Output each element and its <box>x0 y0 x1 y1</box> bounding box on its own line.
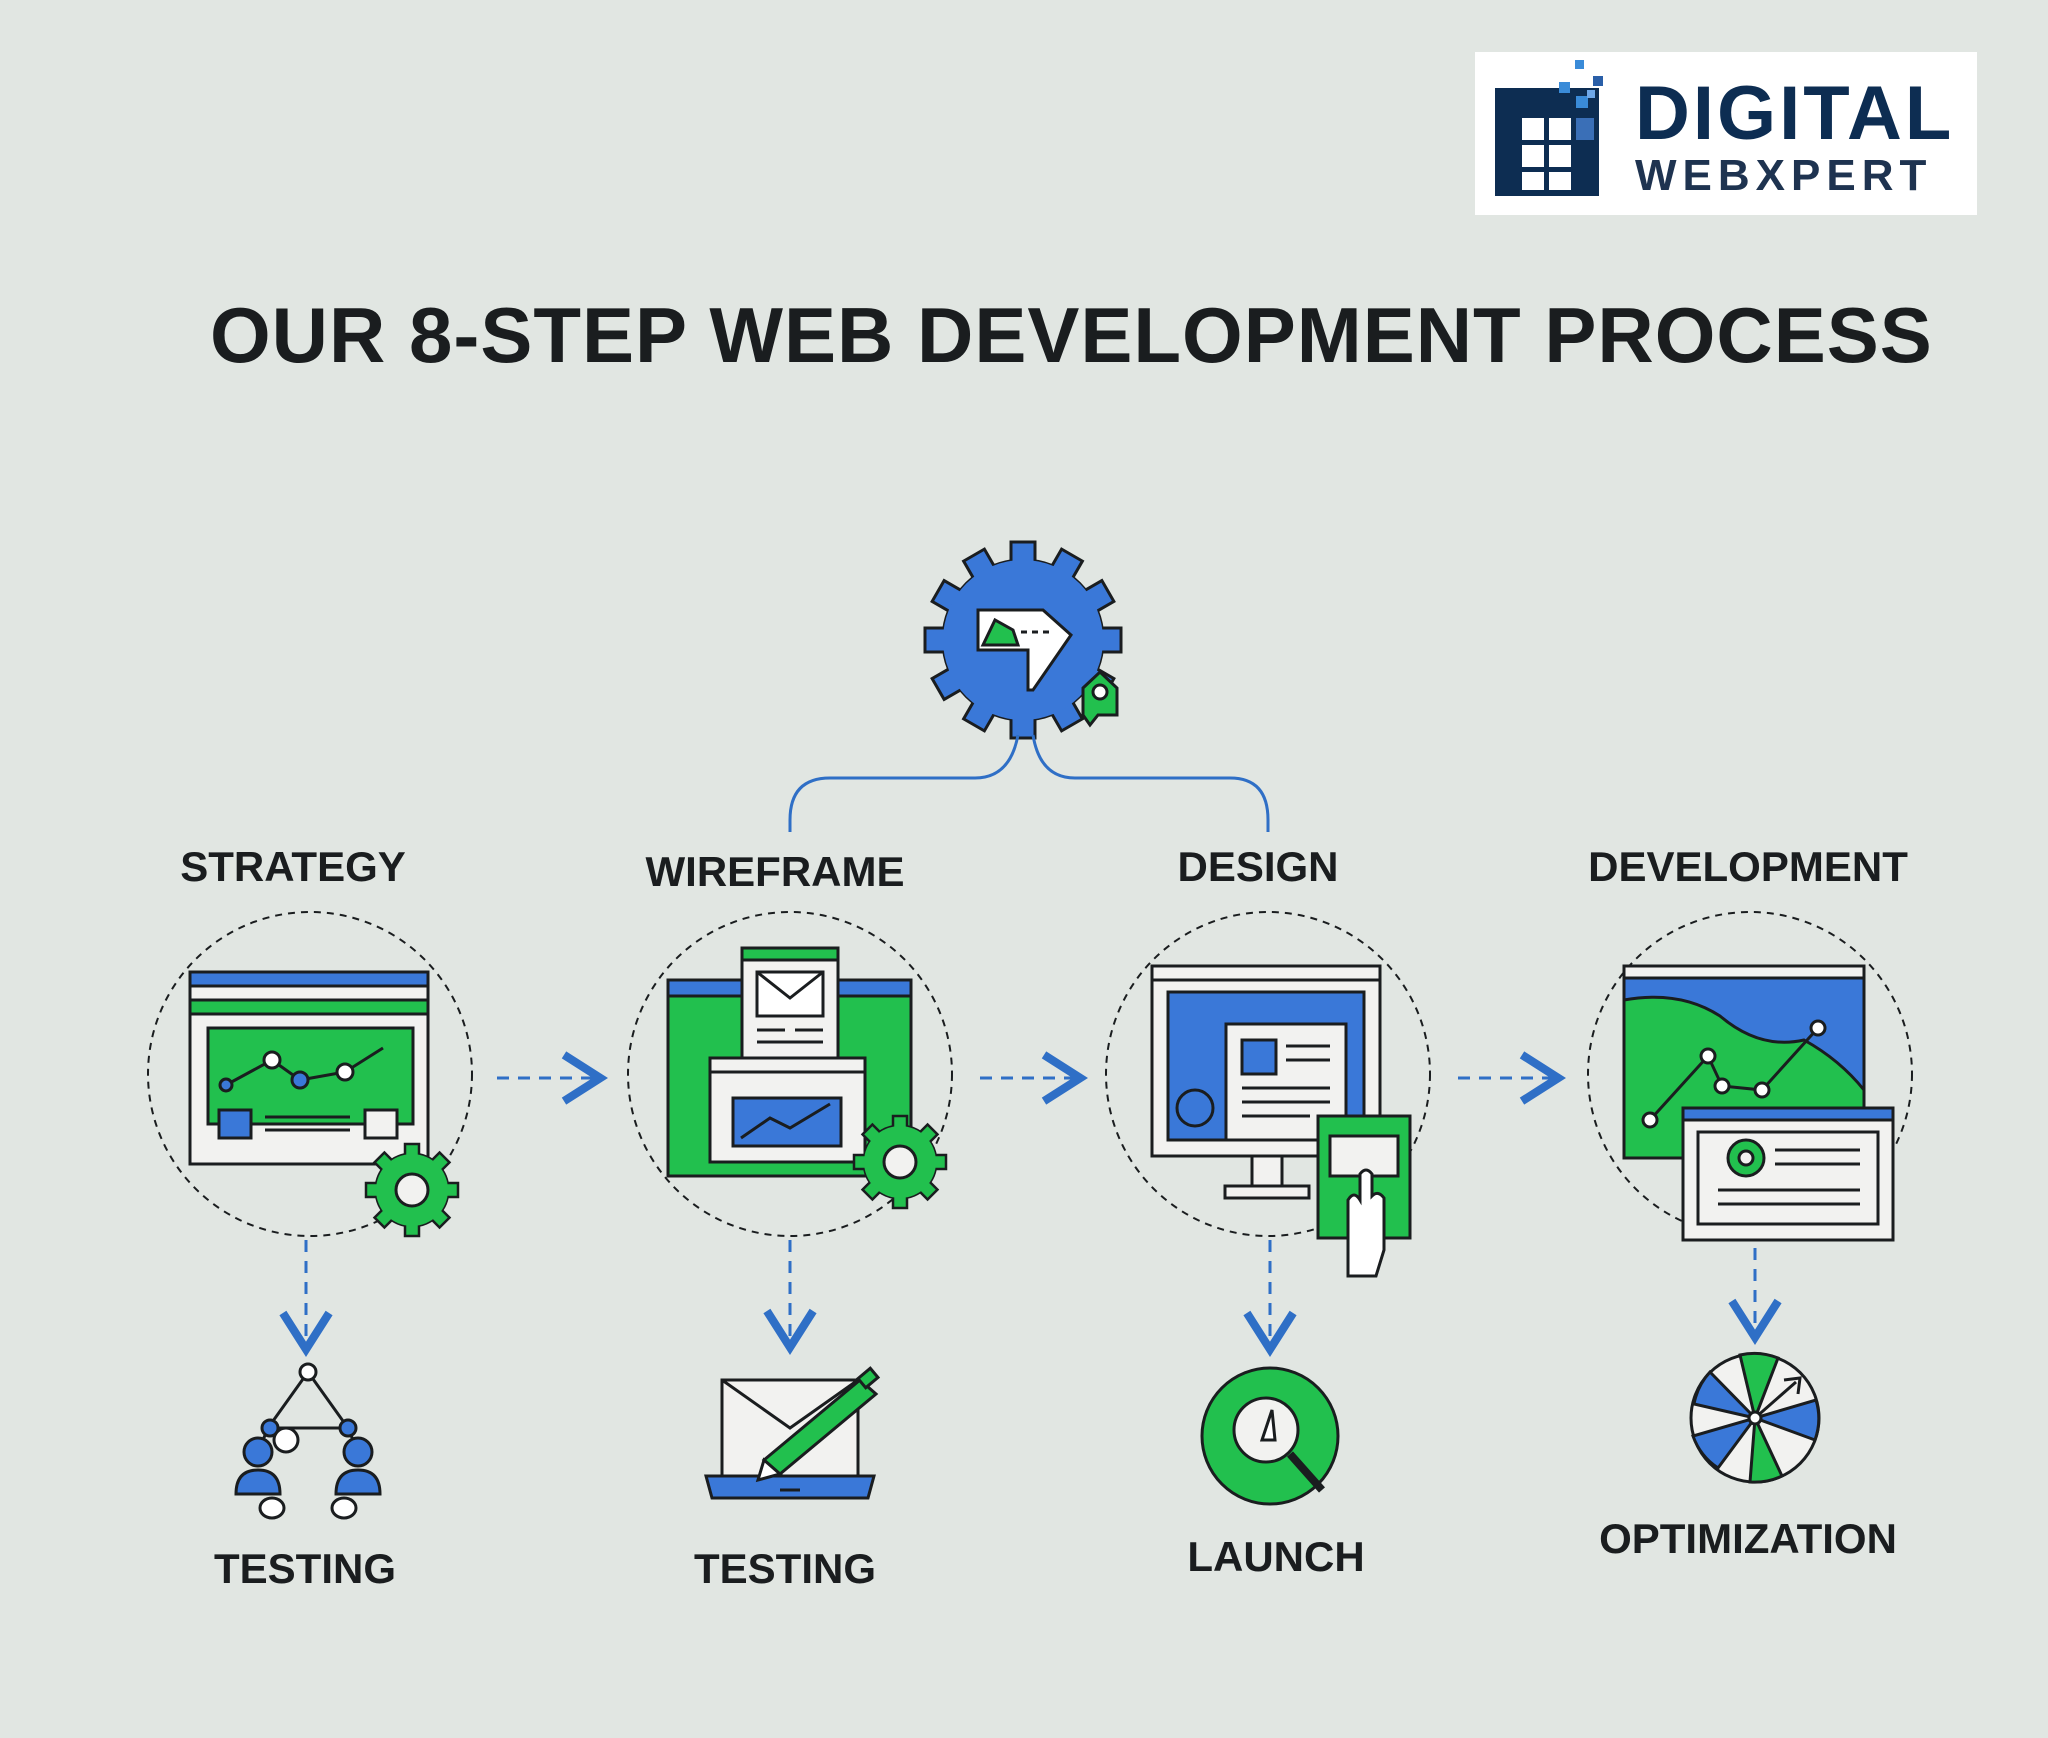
logo-text-webxpert: WEBXPERT <box>1635 151 1933 200</box>
page-title: OUR 8-STEP WEB DEVELOPMENT PROCESS <box>210 291 1933 379</box>
strategy-browser-icon <box>188 970 430 1166</box>
step-label-design: DESIGN <box>1177 843 1339 890</box>
step-strategy-circle <box>147 911 473 1237</box>
step-label-wireframe: WIREFRAME <box>645 848 905 895</box>
step-development-circle <box>1587 911 1913 1237</box>
step-wireframe-circle <box>627 911 953 1237</box>
launch-magnifier-icon <box>1200 1366 1340 1506</box>
development-dashboard-icon <box>1622 964 1895 1242</box>
optimization-wheel-icon <box>1689 1351 1821 1484</box>
sub-label-testing-2: TESTING <box>693 1545 877 1592</box>
hub-connector-right <box>1031 734 1270 832</box>
step-label-development: DEVELOPMENT <box>1588 843 1908 890</box>
wireframe-gear-icon <box>852 1114 948 1210</box>
logo-text-digital: DIGITAL <box>1635 71 1955 156</box>
step-design-circle <box>1105 911 1431 1237</box>
sub-label-testing-1: TESTING <box>213 1545 397 1592</box>
brand-logo: DIGITAL WEBXPERT <box>1475 52 1977 215</box>
wireframe-browser-icon <box>666 946 913 1178</box>
strategy-gear-icon <box>364 1142 460 1238</box>
design-monitor-icon <box>1150 964 1412 1278</box>
team-network-icon <box>234 1362 382 1520</box>
sub-label-launch: LAUNCH <box>1187 1533 1365 1580</box>
hub-gear-icon <box>923 540 1123 740</box>
sub-label-optimization: OPTIMIZATION <box>1599 1515 1897 1562</box>
logo-mark-icon <box>1495 60 1603 196</box>
laptop-pencil-icon <box>704 1366 881 1500</box>
step-label-strategy: STRATEGY <box>180 843 406 890</box>
hub-connector-left <box>788 734 1020 832</box>
